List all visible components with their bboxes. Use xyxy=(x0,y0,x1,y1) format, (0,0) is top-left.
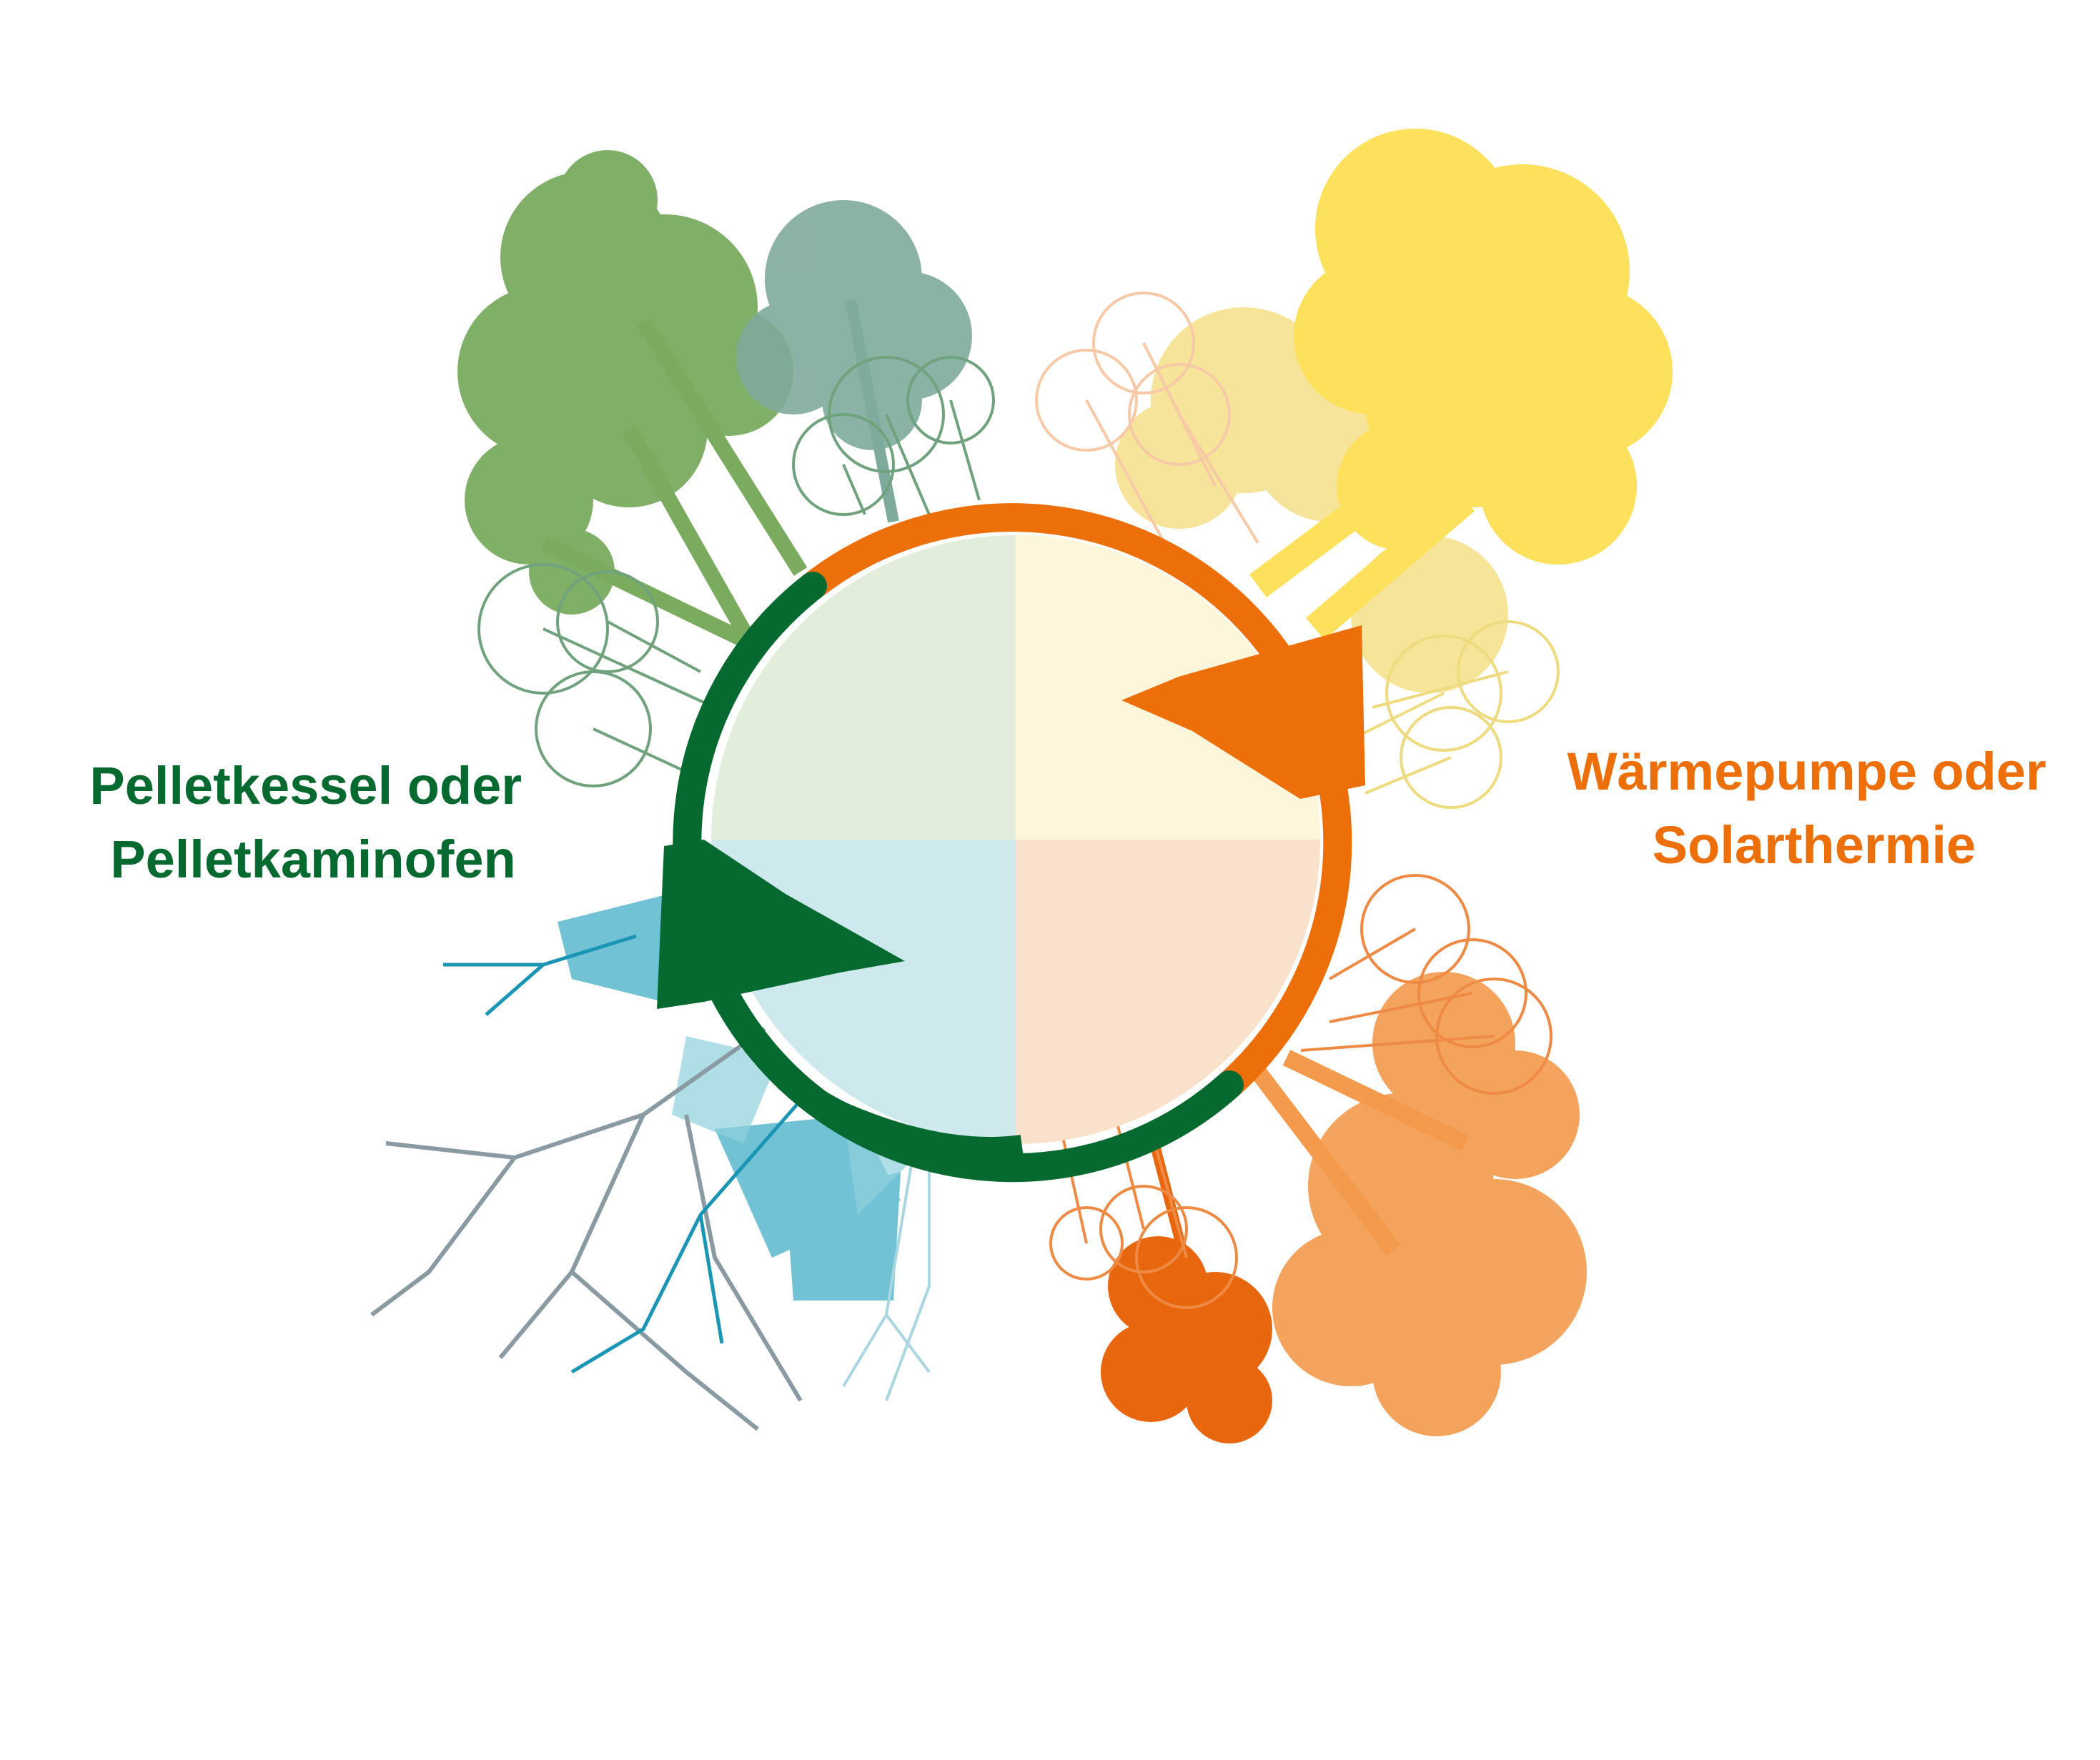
left-label: Pelletkessel oder Pelletkaminofen xyxy=(89,756,536,889)
green-tree-illustration xyxy=(457,150,995,787)
right-label: Wärmepumpe oder Solarthermie xyxy=(1567,742,2061,875)
right-label-line1: Wärmepumpe oder xyxy=(1567,742,2046,801)
yellow-tree-illustration xyxy=(1035,129,1673,809)
orange-tree-illustration xyxy=(1049,874,1587,1443)
quadrant-bottom-right xyxy=(1016,840,1320,1144)
left-label-line1: Pelletkessel oder xyxy=(89,756,522,815)
blue-root-illustration xyxy=(370,893,931,1431)
quadrant-top-left xyxy=(711,535,1016,840)
orange-arrowhead xyxy=(1121,625,1365,799)
green-arrowhead xyxy=(657,840,905,1009)
season-quadrants xyxy=(711,535,1320,1144)
left-label-line2: Pelletkaminofen xyxy=(110,830,516,889)
right-label-line2: Solarthermie xyxy=(1653,815,1976,875)
orange-cycle-arc xyxy=(803,503,1352,1095)
